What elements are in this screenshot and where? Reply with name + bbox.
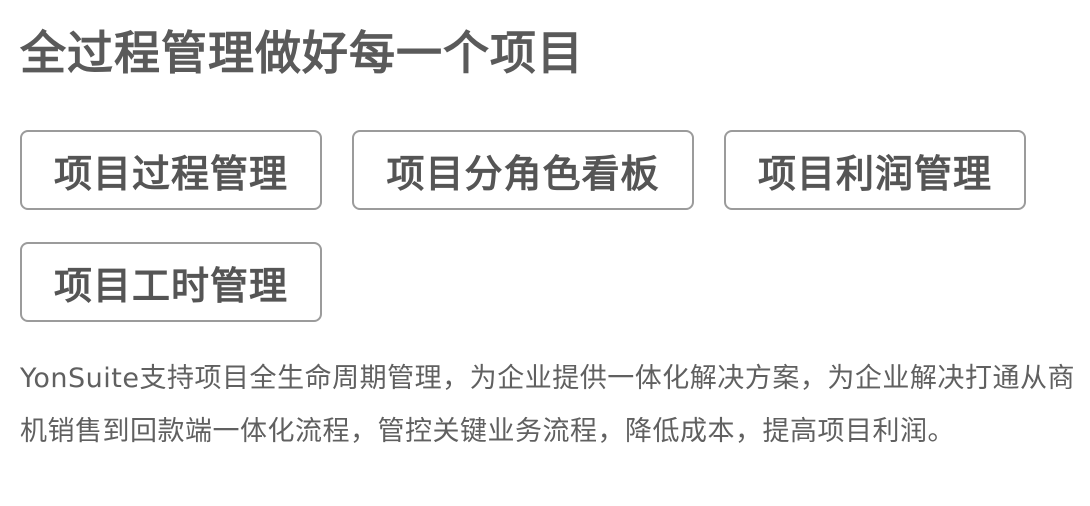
tag-project-role-dashboard[interactable]: 项目分角色看板 <box>352 130 694 210</box>
page-title: 全过程管理做好每一个项目 <box>20 26 584 80</box>
description-text: YonSuite支持项目全生命周期管理，为企业提供一体化解决方案，为企业解决打通… <box>20 363 1075 447</box>
tag-project-profit-management[interactable]: 项目利润管理 <box>724 130 1026 210</box>
tag-project-process-management[interactable]: 项目过程管理 <box>20 130 322 210</box>
tag-project-timesheet-management[interactable]: 项目工时管理 <box>20 242 322 322</box>
